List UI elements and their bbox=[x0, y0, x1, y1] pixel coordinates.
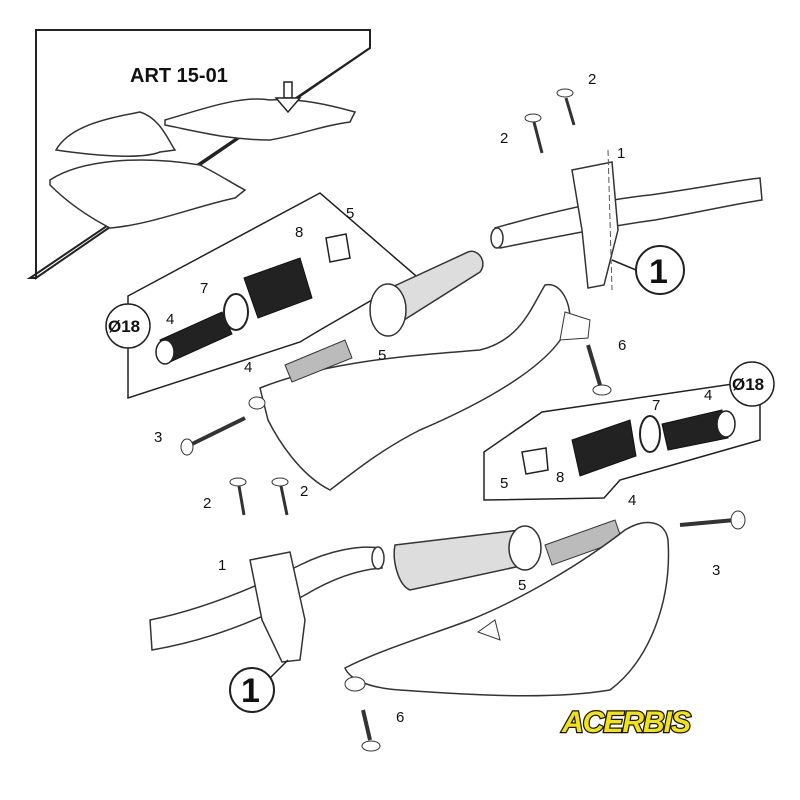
long-bolt-bottom bbox=[679, 510, 746, 530]
label-screw-bottom: 6 bbox=[396, 709, 404, 726]
nut-5-top bbox=[325, 233, 351, 263]
bar-clamp-top bbox=[571, 161, 619, 289]
inset-title: ART 15-01 bbox=[130, 65, 228, 87]
label-screw-top: 6 bbox=[618, 337, 626, 354]
label-bolt-b: 2 bbox=[500, 130, 508, 147]
sleeve-8-top bbox=[243, 257, 313, 319]
label-plug-top: 4 bbox=[244, 359, 252, 376]
logo-text: ACERBIS bbox=[561, 706, 691, 739]
diameter-label-bottom: Ø18 bbox=[732, 375, 764, 394]
label-long-bolt-top: 3 bbox=[154, 429, 162, 446]
handguard-top bbox=[248, 284, 591, 491]
callout-clamp-top: 1 bbox=[649, 253, 668, 291]
label-nut-top: 5 bbox=[378, 347, 386, 364]
callout-clamp-bottom: 1 bbox=[241, 672, 260, 710]
label-bolt-bottom-b: 2 bbox=[300, 483, 308, 500]
label-plug-bottom: 4 bbox=[628, 492, 636, 509]
inset-guard-shell bbox=[54, 111, 177, 157]
detail-box-top: Ø18 4 7 8 5 bbox=[105, 192, 432, 400]
long-bolt-top bbox=[180, 416, 246, 456]
detail-top-part-8: 8 bbox=[295, 224, 303, 241]
detail-top-part-4: 4 bbox=[166, 311, 174, 328]
detail-box-bottom: Ø18 5 8 7 4 bbox=[483, 361, 775, 501]
screw-6-top bbox=[586, 344, 612, 396]
bolt-top-a bbox=[556, 88, 576, 126]
detail-bottom-part-7: 7 bbox=[652, 397, 660, 414]
grip-bottom bbox=[393, 519, 623, 591]
bolt-bottom-b bbox=[271, 477, 289, 516]
handlebar-top-right: 1 2 2 1 bbox=[490, 71, 763, 295]
inset-guard-lower bbox=[49, 159, 247, 229]
nut-5-bottom bbox=[521, 447, 549, 475]
handguard-bottom bbox=[344, 521, 670, 697]
detail-bottom-part-4: 4 bbox=[704, 387, 712, 404]
sleeve-8-bottom bbox=[571, 419, 637, 477]
plug-4-bottom bbox=[661, 409, 729, 451]
screw-6-bottom bbox=[361, 709, 381, 752]
label-bolt-bottom-a: 2 bbox=[203, 495, 211, 512]
diameter-label-top: Ø18 bbox=[108, 317, 140, 336]
label-long-bolt-bottom: 3 bbox=[712, 562, 720, 579]
bar-clamp-bottom bbox=[249, 551, 306, 663]
inset-guard-upper bbox=[164, 98, 357, 141]
detail-top-part-5: 5 bbox=[346, 205, 354, 222]
detail-top-part-7: 7 bbox=[200, 280, 208, 297]
down-arrow-icon bbox=[274, 81, 302, 114]
bolt-top-b bbox=[524, 113, 544, 154]
handlebar-bottom-left: 1 2 2 1 bbox=[149, 477, 385, 713]
detail-bottom-part-5: 5 bbox=[500, 475, 508, 492]
plug-4-top-installed bbox=[284, 339, 353, 383]
detail-bottom-part-8: 8 bbox=[556, 469, 564, 486]
acerbis-logo: ACERBIS bbox=[560, 705, 694, 741]
label-bolt-a: 2 bbox=[588, 71, 596, 88]
bolt-bottom-a bbox=[229, 477, 247, 516]
label-nut-bottom: 5 bbox=[518, 577, 526, 594]
grip-top bbox=[369, 250, 484, 337]
label-clamp-bottom: 1 bbox=[218, 557, 226, 574]
inset-panel: ART 15-01 bbox=[26, 29, 371, 280]
label-clamp: 1 bbox=[617, 145, 625, 162]
